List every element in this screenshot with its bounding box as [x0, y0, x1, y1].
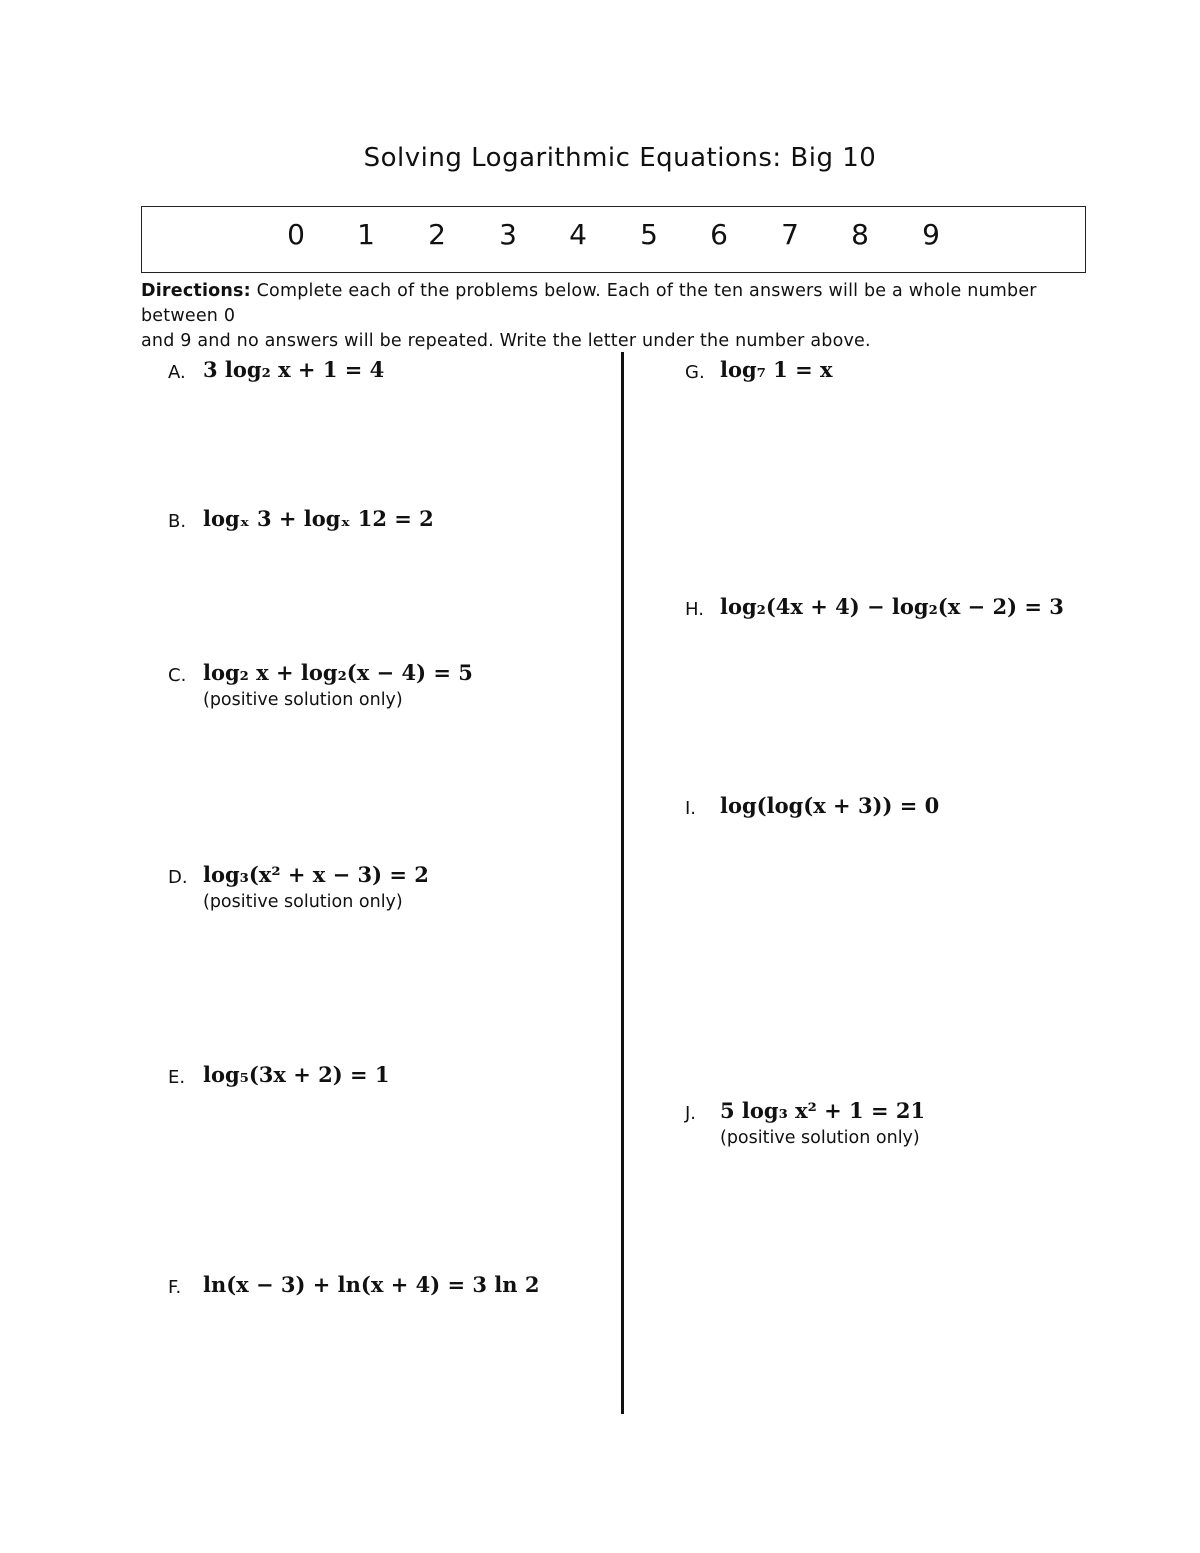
problem-label: H. — [685, 599, 704, 620]
problem-equation: ln(x − 3) + ln(x + 4) = 3 ln 2 — [203, 1272, 540, 1297]
problem-equation: log₂(4x + 4) − log₂(x − 2) = 3 — [720, 594, 1064, 619]
problem-label: D. — [168, 867, 188, 888]
problem-label: C. — [168, 665, 187, 686]
directions-label: Directions: — [141, 281, 251, 301]
directions: Directions: Complete each of the problem… — [141, 279, 1091, 354]
problem-label: A. — [168, 362, 186, 383]
problem-equation: log₃(x² + x − 3) = 2 — [203, 862, 429, 887]
problem-equation: log₅(3x + 2) = 1 — [203, 1062, 390, 1087]
problem-note: (positive solution only) — [203, 690, 403, 710]
answer-digit-6: 6 — [710, 218, 728, 251]
problem-note: (positive solution only) — [203, 892, 403, 912]
problem-label: I. — [685, 798, 697, 819]
answer-digit-8: 8 — [851, 218, 869, 251]
problem-equation: logₓ 3 + logₓ 12 = 2 — [203, 506, 434, 531]
directions-line-1: Complete each of the problems below. Eac… — [141, 281, 1037, 326]
answer-digit-0: 0 — [287, 218, 305, 251]
answer-digit-3: 3 — [499, 218, 517, 251]
answer-digit-1: 1 — [357, 218, 375, 251]
problem-label: B. — [168, 511, 187, 532]
answer-digit-7: 7 — [781, 218, 799, 251]
problem-label: E. — [168, 1067, 186, 1088]
problem-equation: log₂ x + log₂(x − 4) = 5 — [203, 660, 473, 685]
problem-note: (positive solution only) — [720, 1128, 920, 1148]
page-title: Solving Logarithmic Equations: Big 10 — [363, 143, 877, 173]
answer-box: 0 1 2 3 4 5 6 7 8 9 — [141, 206, 1086, 273]
problem-label: G. — [685, 362, 705, 383]
answer-digit-5: 5 — [640, 218, 658, 251]
problem-label: J. — [685, 1103, 697, 1124]
column-divider — [621, 352, 624, 1414]
problem-equation: 5 log₃ x² + 1 = 21 — [720, 1098, 926, 1123]
problem-equation: log₇ 1 = x — [720, 357, 833, 382]
answer-digit-2: 2 — [428, 218, 446, 251]
problem-equation: log(log(x + 3)) = 0 — [720, 793, 940, 818]
answer-digit-9: 9 — [922, 218, 940, 251]
problem-equation: 3 log₂ x + 1 = 4 — [203, 357, 385, 382]
problem-label: F. — [168, 1277, 182, 1298]
answer-digit-4: 4 — [569, 218, 587, 251]
directions-line-2: and 9 and no answers will be repeated. W… — [141, 331, 871, 351]
